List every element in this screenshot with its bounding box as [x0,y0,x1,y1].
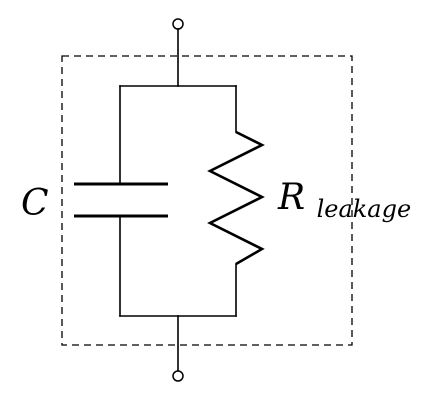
top-terminal [172,18,184,30]
resistor-symbol: R [277,177,305,218]
dashed-enclosure [61,55,353,346]
capacitor-label: C [21,183,49,224]
resistor-zigzag [207,130,265,266]
resistor-subscript: leakage [317,195,412,223]
bottom-terminal [172,370,184,382]
resistor-label: R leakage [277,177,411,223]
